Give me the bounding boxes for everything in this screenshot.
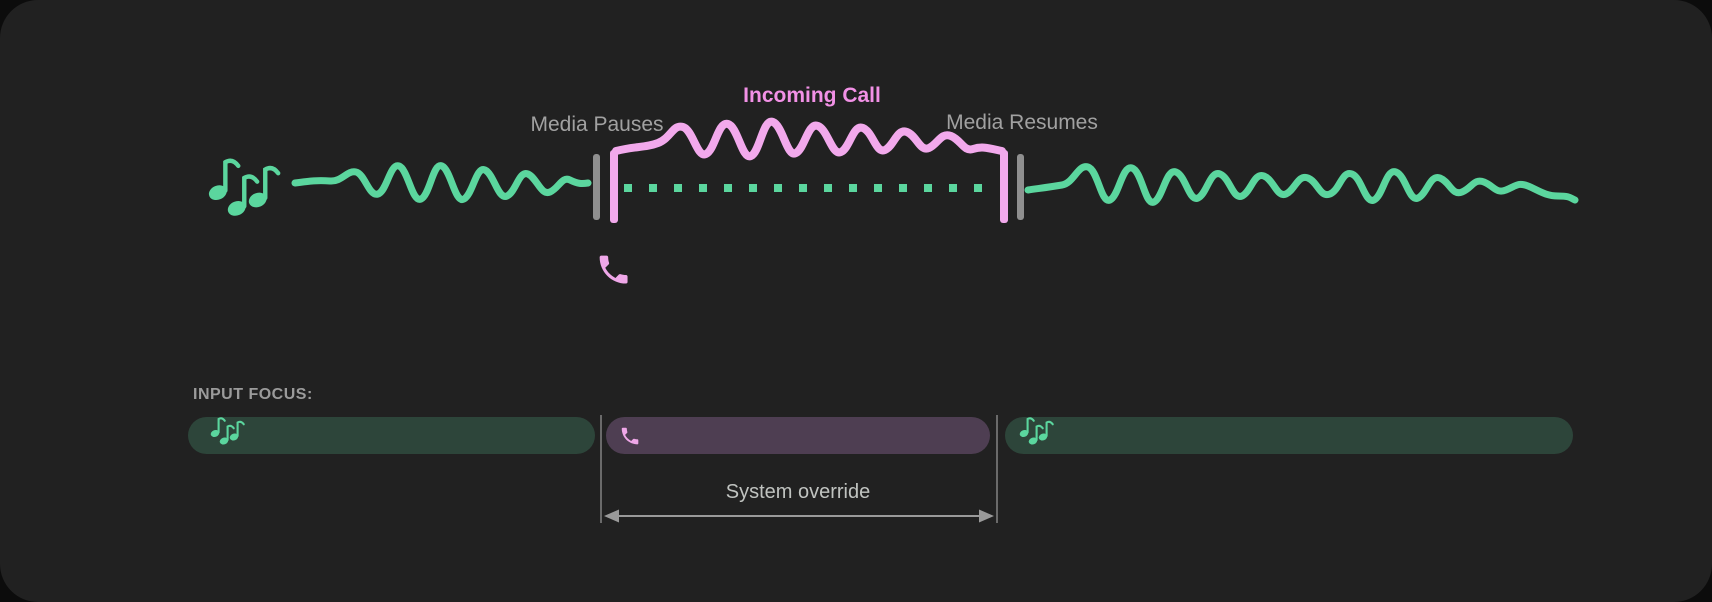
focus-segment-call: [606, 417, 990, 454]
focus-segment-media-before: [188, 417, 595, 454]
incoming-call-label: Incoming Call: [743, 84, 881, 107]
focus-segment-media-after: [1005, 417, 1573, 454]
media-resumes-label: Media Resumes: [946, 111, 1098, 134]
override-left-rule: [600, 415, 602, 523]
system-override-label: System override: [725, 481, 871, 503]
input-focus-heading: INPUT FOCUS:: [193, 386, 313, 403]
override-right-rule: [996, 415, 998, 523]
media-pauses-label: Media Pauses: [530, 113, 664, 136]
